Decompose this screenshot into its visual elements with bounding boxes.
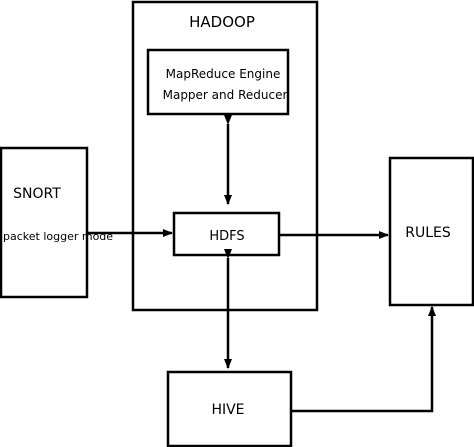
hdfs-label: HDFS bbox=[209, 229, 244, 244]
mapper-reducer-label: Mapper and Reducer bbox=[163, 88, 288, 102]
snort-box bbox=[0, 146, 89, 299]
mapreduce-engine-label: MapReduce Engine bbox=[166, 67, 281, 81]
rules-box bbox=[388, 156, 474, 307]
hive-box bbox=[166, 370, 293, 447]
rules-label: RULES bbox=[405, 225, 451, 241]
mapreduce-box bbox=[146, 48, 290, 116]
snort-title: SNORT bbox=[13, 186, 61, 202]
hadoop-container bbox=[131, 0, 319, 312]
hive-to-rules-arrow bbox=[291, 306, 436, 413]
snort-subtitle: packet logger mode bbox=[3, 230, 113, 243]
hadoop-title: HADOOP bbox=[189, 13, 255, 31]
hive-label: HIVE bbox=[211, 402, 244, 418]
